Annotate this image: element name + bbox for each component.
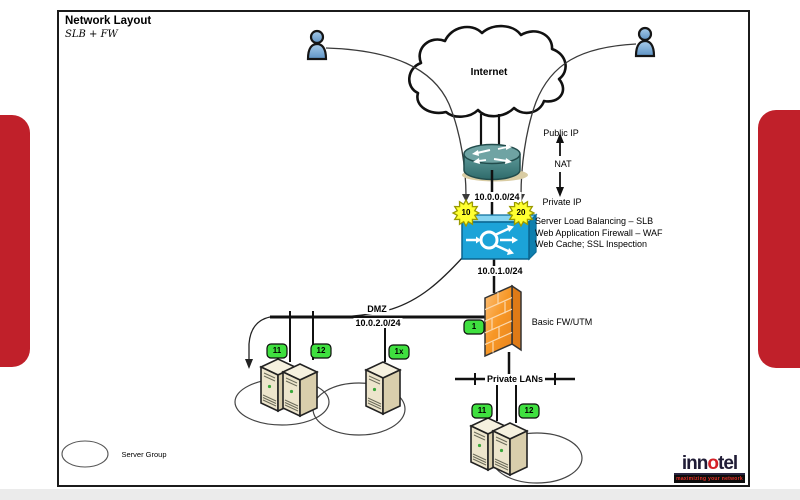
nat-label: NAT [554, 159, 572, 169]
server-icon [492, 422, 528, 476]
lan-badge-11: 11 [477, 406, 487, 415]
lan-badge-12-shape [518, 403, 540, 419]
slb-dmz-curve [339, 256, 464, 318]
left-red-accent-bar [0, 115, 30, 367]
firewall-icon [484, 284, 522, 358]
logo-word-o: o [707, 453, 719, 474]
private-ip-label: Private IP [542, 197, 582, 207]
dmz-servergroup-arrowhead [245, 359, 253, 369]
fw-badge-shape [463, 319, 485, 335]
user-icon-left [306, 29, 328, 61]
router-icon [462, 143, 528, 182]
innotel-logo: innotel maximizing your network [674, 453, 745, 483]
internet-cloud [408, 24, 567, 118]
bottom-gray-strip [0, 489, 800, 500]
private-lans-label: Private LANs [484, 374, 546, 384]
right-red-accent-bar [758, 110, 800, 368]
public-ip-label: Public IP [543, 128, 579, 138]
vip-10-badge: 10 [461, 208, 471, 217]
logo-word-end: tel [718, 453, 738, 474]
dmz-label: DMZ [365, 304, 389, 314]
slb-line-2: Web Application Firewall – WAF [535, 227, 663, 238]
slb-description: Server Load Balancing – SLB Web Applicat… [535, 216, 663, 251]
lan-badge-12: 12 [524, 406, 534, 415]
dmz-badge-11: 11 [272, 346, 282, 355]
lan-badge-11-shape [471, 403, 493, 419]
diagram-title: Network Layout [65, 15, 152, 27]
fw-badge: 1 [471, 322, 477, 331]
dmz-badge-1x-shape [388, 344, 410, 360]
server-icon [282, 363, 318, 417]
lan-drop-links [496, 385, 517, 423]
innotel-logo-word: innotel [674, 453, 745, 475]
diagram-canvas: Network Layout SLB + FW Internet Public … [57, 10, 750, 487]
user-icon-right [634, 26, 656, 58]
internet-label: Internet [470, 67, 508, 78]
dmz-badge-12: 12 [316, 346, 326, 355]
slb-line-1: Server Load Balancing – SLB [535, 216, 654, 226]
flow-arrowhead-left [462, 194, 470, 202]
dmz-badge-11-shape [266, 343, 288, 359]
diagram-subtitle: SLB + FW [65, 29, 118, 40]
legend-server-group-label: Server Group [121, 450, 167, 459]
server-icon [365, 361, 401, 415]
legend-server-group-ellipse [61, 440, 109, 468]
vip-20-badge: 20 [516, 208, 526, 217]
dmz-badge-1x: 1x [394, 347, 404, 356]
dmz-servergroup-curve [248, 316, 271, 361]
user-right-flow-line [520, 43, 637, 197]
logo-word-start: inn [681, 453, 708, 474]
innotel-logo-tagline: maximizing your network [674, 475, 745, 483]
dmz-subnet-label: 10.0.2.0/24 [353, 318, 403, 328]
nat-double-arrow [556, 133, 564, 197]
private-lan-ticks [474, 373, 556, 385]
mid-subnet-label: 10.0.1.0/24 [475, 266, 525, 276]
slb-line-3: Web Cache; SSL Inspection [535, 239, 648, 249]
dmz-badge-12-shape [310, 343, 332, 359]
firewall-label: Basic FW/UTM [531, 317, 593, 327]
diagram-drawing [61, 24, 656, 484]
wan-subnet-label: 10.0.0.0/24 [472, 192, 522, 202]
